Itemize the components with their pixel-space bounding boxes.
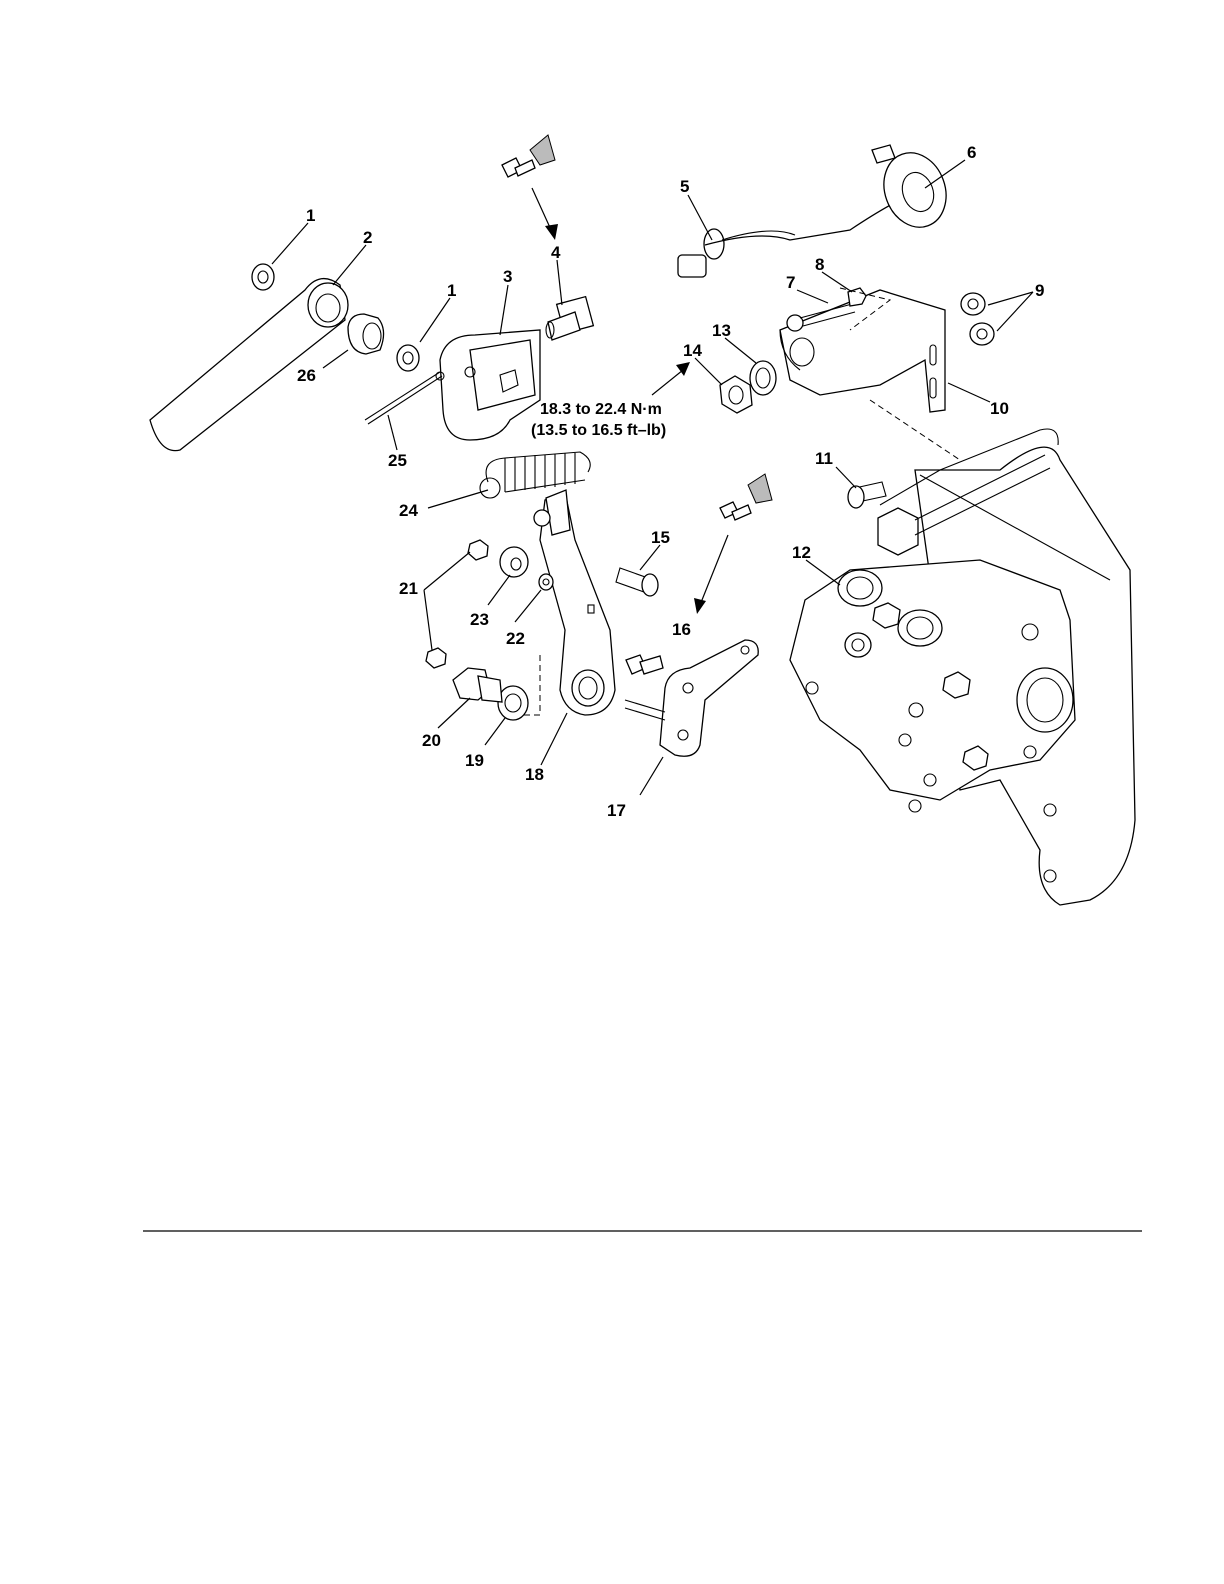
washer-1-left	[252, 264, 274, 290]
screw-with-adhesive-top	[502, 135, 555, 177]
arrowhead-bolt-4	[545, 224, 558, 240]
arrow-torque	[652, 370, 683, 395]
callout-19: 19	[465, 751, 484, 770]
bushing-26	[348, 314, 384, 354]
callout-11: 11	[815, 449, 833, 468]
callout-17: 17	[607, 801, 626, 820]
spacer-23	[500, 547, 528, 577]
stud-20	[453, 668, 502, 702]
callout-12: 12	[792, 543, 811, 562]
nut-14	[720, 376, 752, 413]
callout-18: 18	[525, 765, 544, 784]
callout-15: 15	[651, 528, 670, 547]
callout-8: 8	[815, 255, 824, 274]
washer-22	[539, 574, 553, 590]
callout-5: 5	[680, 177, 689, 196]
callout-3: 3	[503, 267, 512, 286]
arm-18	[534, 490, 615, 715]
control-rod	[150, 279, 348, 451]
washer-1-right	[397, 345, 419, 371]
callout-22: 22	[506, 629, 525, 648]
callout-10: 10	[990, 399, 1009, 418]
cotter-pin-25	[365, 372, 444, 424]
nuts-9	[961, 293, 994, 345]
callout-2: 2	[363, 228, 372, 247]
callout-26: 26	[297, 366, 316, 385]
callout-16: 16	[672, 620, 691, 639]
bolt-4	[546, 297, 593, 340]
callout-13: 13	[712, 321, 731, 340]
callout-1: 1	[306, 206, 315, 225]
cable-clip-6	[872, 144, 956, 236]
callout-4: 4	[551, 243, 561, 262]
bracket-10	[780, 290, 945, 412]
callout-25: 25	[388, 451, 407, 470]
torque-spec: 18.3 to 22.4 N·m (13.5 to 16.5 ft–lb)	[531, 401, 666, 439]
lock-washer-13	[750, 361, 776, 395]
torque-metric: 18.3 to 22.4 N·m	[540, 401, 662, 418]
callout-23: 23	[470, 610, 489, 629]
assembly-line-bracket	[870, 400, 960, 460]
bolt-16	[626, 655, 663, 674]
torque-imperial: (13.5 to 16.5 ft–lb)	[531, 422, 666, 439]
callout-21: 21	[399, 579, 418, 598]
lever-bracket-3	[440, 330, 540, 440]
washer-19	[498, 686, 528, 720]
callout-9: 9	[1035, 281, 1044, 300]
arrowhead-bolt-16	[694, 598, 706, 614]
callout-24: 24	[399, 501, 418, 520]
nuts-21	[426, 540, 488, 668]
callout-14: 14	[683, 341, 702, 360]
arrow-bolt-16	[700, 535, 728, 605]
pin-15	[616, 568, 658, 596]
plate-17	[625, 640, 758, 756]
callout-6: 6	[967, 143, 976, 162]
callout-7: 7	[786, 273, 795, 292]
spring-24	[480, 452, 590, 498]
callout-1: 1	[447, 281, 456, 300]
callout-20: 20	[422, 731, 441, 750]
screw-with-adhesive-mid	[720, 474, 772, 520]
